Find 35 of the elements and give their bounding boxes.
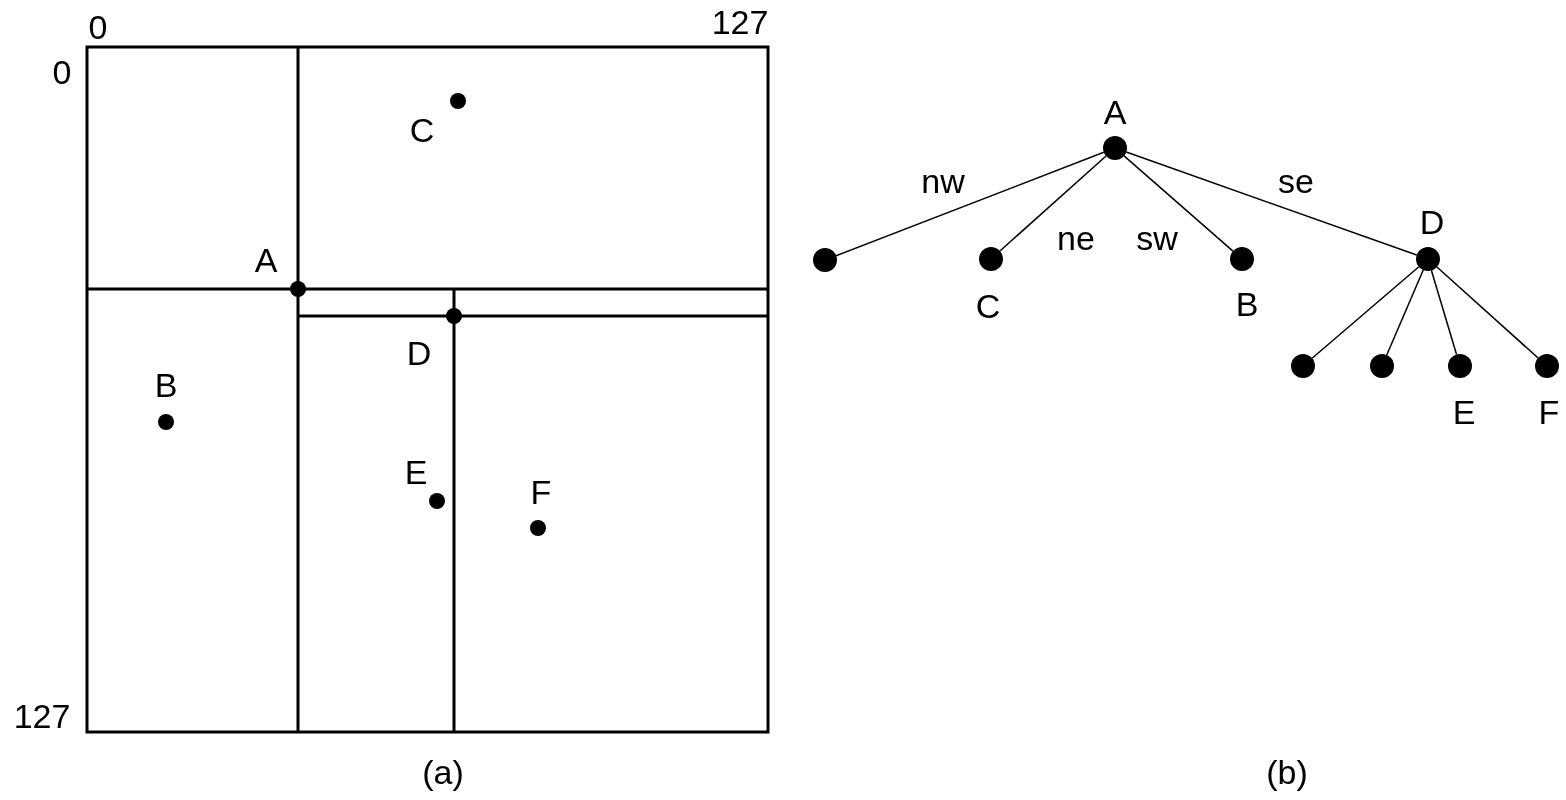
tree-node-dot xyxy=(1230,247,1254,271)
tree-node-dot xyxy=(1448,354,1472,378)
point-letter: C xyxy=(409,113,435,147)
axis-value: 0 xyxy=(88,10,108,44)
tree-edge xyxy=(1311,266,1420,359)
tree-node-dot xyxy=(1291,354,1315,378)
tree-node-dot xyxy=(1535,354,1559,378)
point-letter: A xyxy=(254,243,278,277)
axis-value: 127 xyxy=(711,5,769,39)
tree-node-dot xyxy=(813,248,837,272)
tree-edge xyxy=(1430,269,1458,356)
point-letter: F xyxy=(530,475,552,509)
point-letter: D xyxy=(406,336,432,370)
tree-edge xyxy=(1125,151,1418,256)
node-letter: A xyxy=(1103,95,1127,129)
tree-edge xyxy=(1123,155,1234,252)
axis-value: 127 xyxy=(13,699,71,733)
point-letter: B xyxy=(154,368,178,402)
tree-edge xyxy=(999,155,1107,252)
tree-node-dot xyxy=(1416,247,1440,271)
node-letter: E xyxy=(1452,395,1476,429)
point-letter: E xyxy=(404,455,428,489)
tree-edge xyxy=(835,151,1105,257)
tree-edge xyxy=(1386,269,1424,356)
node-letter: B xyxy=(1235,287,1259,321)
axis-value: 0 xyxy=(52,55,72,89)
tree-node-dot xyxy=(1103,136,1127,160)
node-letter: D xyxy=(1419,205,1445,239)
tree-edge xyxy=(1436,266,1539,359)
tree-node-dot xyxy=(1370,354,1394,378)
node-letter: F xyxy=(1538,395,1560,429)
tree-node-dot xyxy=(979,247,1003,271)
panel-caption: (b) xyxy=(1266,755,1308,789)
node-letter: C xyxy=(975,289,1001,323)
panel-caption: (a) xyxy=(422,755,464,789)
